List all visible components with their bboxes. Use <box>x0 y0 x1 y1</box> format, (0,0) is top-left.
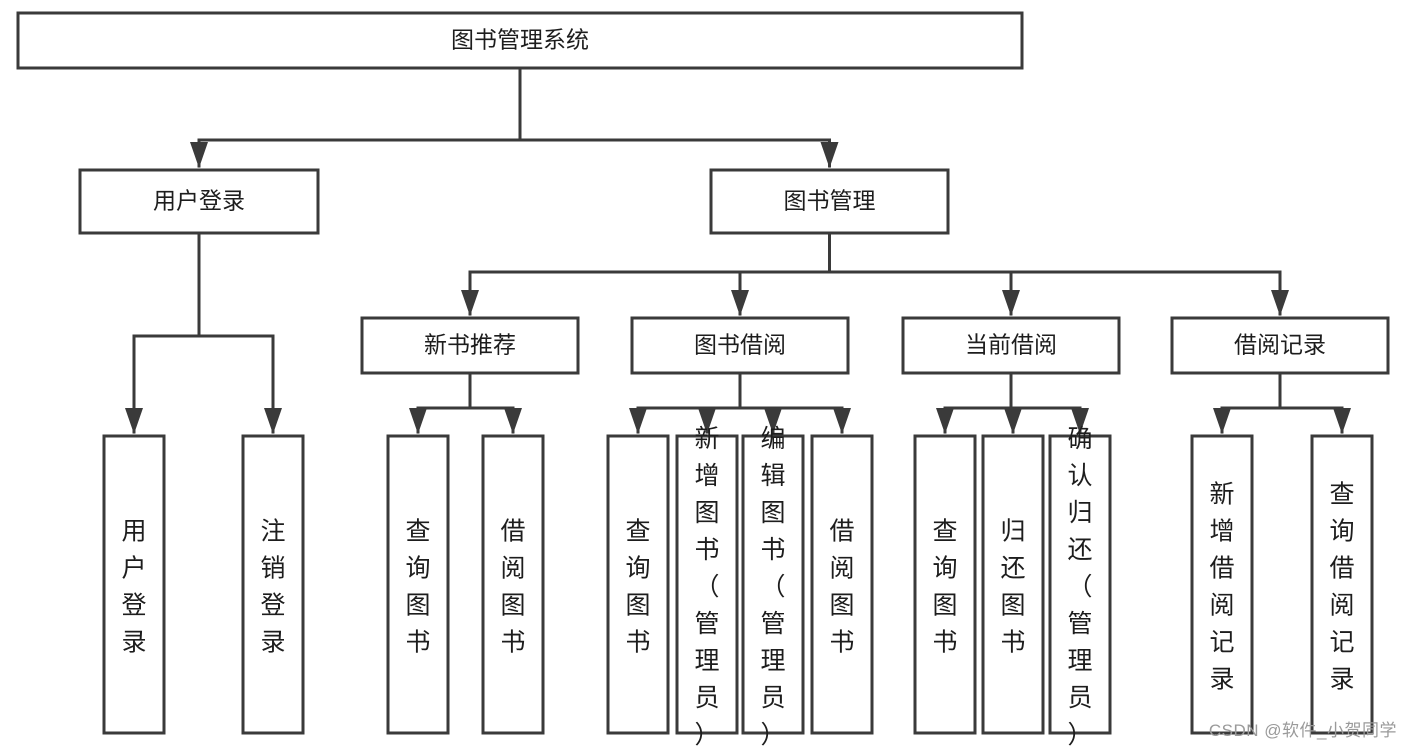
node-rect <box>913 434 977 735</box>
node-label-vertical: 新增图书（管理员） <box>694 425 719 747</box>
leaf-借阅图书[interactable]: 借阅图书 <box>810 434 874 735</box>
node-新书推荐[interactable]: 新书推荐 <box>360 316 580 375</box>
arrow-head-icon <box>698 408 716 434</box>
arrow-head-icon <box>1002 290 1020 316</box>
node-rect <box>901 316 1121 375</box>
arrow-head-icon <box>820 142 839 168</box>
leaf-查询图书[interactable]: 查询图书 <box>913 434 977 735</box>
leaf-查询图书[interactable]: 查询图书 <box>606 434 670 735</box>
node-rect <box>1170 316 1390 375</box>
node-label-vertical: 注销登录 <box>260 517 285 656</box>
node-rect <box>241 434 305 735</box>
connector-layer <box>125 66 1351 434</box>
node-rect <box>981 434 1045 735</box>
arrow-head-icon <box>1071 408 1089 434</box>
node-rect <box>810 434 874 735</box>
node-rect <box>16 11 1024 70</box>
arrow-head-icon <box>629 408 647 434</box>
arrow-head-icon <box>764 408 782 434</box>
node-label-vertical: 归还图书 <box>1000 517 1025 656</box>
arrow-head-icon <box>504 408 522 434</box>
node-label: 当前借阅 <box>965 332 1057 358</box>
node-用户登录[interactable]: 用户登录 <box>78 168 320 235</box>
node-rect <box>481 434 545 735</box>
node-label-vertical: 确认归还（管理员） <box>1067 425 1092 747</box>
arrow-head-icon <box>461 290 479 316</box>
node-rect <box>675 434 739 735</box>
leaf-借阅图书[interactable]: 借阅图书 <box>481 434 545 735</box>
leaf-新增借阅记录[interactable]: 新增借阅记录 <box>1190 434 1254 735</box>
arrow-head-icon <box>264 408 282 434</box>
node-图书借阅[interactable]: 图书借阅 <box>630 316 850 375</box>
arrow-head-icon <box>1004 408 1022 434</box>
node-label-vertical: 查询图书 <box>932 517 957 656</box>
node-rect <box>606 434 670 735</box>
arrow-head-icon <box>190 142 208 168</box>
node-label: 图书管理 <box>784 188 876 214</box>
node-label-vertical: 借阅图书 <box>500 517 525 656</box>
leaf-查询图书[interactable]: 查询图书 <box>386 434 450 735</box>
leaf-确认归还管理员[interactable]: 确认归还（管理员） <box>1048 425 1112 747</box>
arrow-head-icon <box>936 408 954 434</box>
node-rect <box>630 316 850 375</box>
node-label-vertical: 借阅图书 <box>829 517 854 656</box>
node-rect <box>709 168 950 235</box>
watermark-label: CSDN @软件_小贺同学 <box>1208 721 1397 740</box>
leaf-编辑图书管理员[interactable]: 编辑图书（管理员） <box>741 425 805 747</box>
node-label-vertical: 用户登录 <box>121 517 146 656</box>
node-label-vertical: 查询图书 <box>405 517 430 656</box>
node-rect <box>741 434 805 735</box>
node-label: 新书推荐 <box>424 332 516 358</box>
leaf-用户登录[interactable]: 用户登录 <box>102 434 166 735</box>
node-label: 图书借阅 <box>694 332 786 358</box>
leaf-新增图书管理员[interactable]: 新增图书（管理员） <box>675 425 739 747</box>
node-label: 图书管理系统 <box>451 27 589 53</box>
node-label-vertical: 查询借阅记录 <box>1329 480 1354 693</box>
node-rect <box>386 434 450 735</box>
node-root-图书管理系统[interactable]: 图书管理系统 <box>16 11 1024 70</box>
node-图书管理[interactable]: 图书管理 <box>709 168 950 235</box>
node-rect <box>360 316 580 375</box>
node-rect <box>78 168 320 235</box>
arrow-head-icon <box>1271 290 1289 316</box>
arrow-head-icon <box>125 408 143 434</box>
node-当前借阅[interactable]: 当前借阅 <box>901 316 1121 375</box>
node-rect <box>1190 434 1254 735</box>
node-label-vertical: 编辑图书（管理员） <box>760 425 785 747</box>
leaf-归还图书[interactable]: 归还图书 <box>981 434 1045 735</box>
node-rect <box>1310 434 1374 735</box>
node-label: 用户登录 <box>153 188 245 214</box>
arrow-head-icon <box>1333 408 1351 434</box>
node-label: 借阅记录 <box>1234 332 1326 358</box>
arrow-head-icon <box>1213 408 1231 434</box>
arrow-head-icon <box>731 290 749 316</box>
leaf-查询借阅记录[interactable]: 查询借阅记录 <box>1310 434 1374 735</box>
node-layer: 图书管理系统用户登录图书管理新书推荐图书借阅当前借阅借阅记录用户登录注销登录查询… <box>16 11 1390 747</box>
node-label-vertical: 查询图书 <box>625 517 650 656</box>
leaf-注销登录[interactable]: 注销登录 <box>241 434 305 735</box>
node-rect <box>1048 434 1112 735</box>
node-rect <box>102 434 166 735</box>
node-借阅记录[interactable]: 借阅记录 <box>1170 316 1390 375</box>
node-label-vertical: 新增借阅记录 <box>1209 480 1234 693</box>
arrow-head-icon <box>409 408 427 434</box>
arrow-head-icon <box>833 408 851 434</box>
